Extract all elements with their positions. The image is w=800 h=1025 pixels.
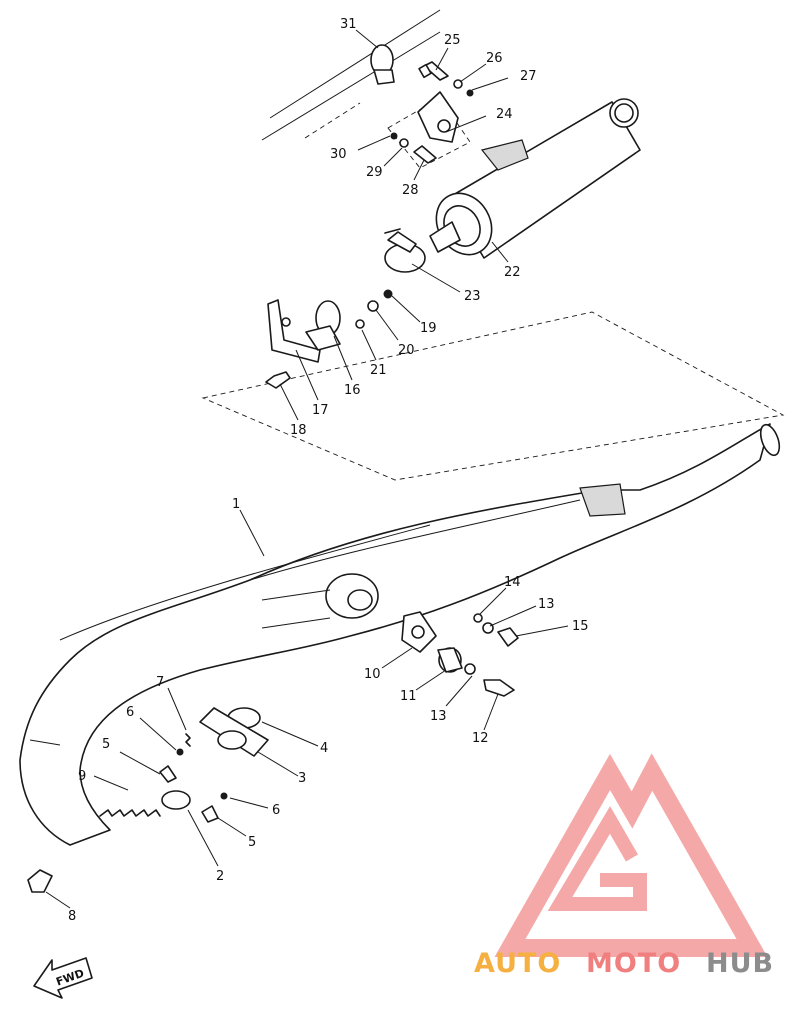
callout-20: 20 [398, 343, 415, 358]
exhaust-pipe [19, 423, 781, 846]
callout-13-lower: 13 [430, 709, 447, 724]
bolt-18 [265, 371, 291, 389]
bolt-5-lower [201, 805, 219, 823]
callout-5-upper: 5 [102, 737, 110, 752]
callout-6-lower: 6 [272, 803, 280, 818]
callout-17: 17 [312, 403, 329, 418]
callout-19: 19 [420, 321, 437, 336]
bolt-5-upper [159, 765, 177, 783]
callout-15: 15 [572, 619, 589, 634]
callout-14: 14 [504, 575, 521, 590]
leader-lines [45, 29, 569, 909]
callout-9: 9 [78, 769, 86, 784]
nut-30 [390, 132, 398, 140]
watermark-auto: AUTO [474, 948, 561, 979]
bolt-12 [483, 679, 515, 697]
washer-6-upper [176, 748, 184, 756]
callout-12: 12 [472, 731, 489, 746]
washer-20 [367, 300, 379, 312]
clamp-31 [370, 44, 395, 85]
fwd-arrow: FWD [33, 957, 93, 999]
callout-27: 27 [520, 69, 537, 84]
spring-9 [99, 809, 161, 817]
washer-29 [399, 138, 409, 148]
flange-3 [199, 707, 269, 757]
bracket-24 [417, 91, 459, 143]
callout-13-upper: 13 [538, 597, 555, 612]
callout-11: 11 [400, 689, 417, 704]
callout-4: 4 [320, 741, 328, 756]
bolt-25 [418, 61, 449, 81]
gasket-2 [161, 790, 191, 810]
clamp-23 [384, 228, 426, 273]
callout-7: 7 [156, 675, 164, 690]
callout-29: 29 [366, 165, 383, 180]
washer-6-lower [220, 792, 228, 800]
callout-6-upper: 6 [126, 705, 134, 720]
callout-8: 8 [68, 909, 76, 924]
callout-31: 31 [340, 17, 357, 32]
washer-21 [355, 319, 365, 329]
callout-21: 21 [370, 363, 387, 378]
spring-7 [185, 733, 191, 747]
callout-25: 25 [444, 33, 461, 48]
automotohub-wordmark: AUTO MOTO HUB [474, 948, 774, 979]
callout-28: 28 [402, 183, 419, 198]
assembly-box-middle [201, 311, 785, 481]
automotohub-logo [494, 753, 768, 957]
muffler [429, 98, 641, 259]
watermark-hub: HUB [706, 948, 774, 979]
callout-26: 26 [486, 51, 503, 66]
callout-18: 18 [290, 423, 307, 438]
bracket-10 [401, 611, 437, 653]
callout-3: 3 [298, 771, 306, 786]
watermark-moto: MOTO [586, 948, 681, 979]
collar-11 [437, 647, 463, 673]
callout-labels: 1 2 3 4 5 5 6 6 7 8 9 10 11 12 13 13 14 … [68, 17, 589, 924]
callout-22: 22 [504, 265, 521, 280]
bolt-15 [497, 627, 519, 647]
nut-19 [383, 289, 393, 299]
washer-13-lower [464, 663, 476, 675]
frame-rail [261, 9, 441, 141]
callout-30: 30 [330, 147, 347, 162]
callout-1: 1 [232, 497, 240, 512]
callout-23: 23 [464, 289, 481, 304]
callout-10: 10 [364, 667, 381, 682]
washer-14 [473, 613, 483, 623]
callout-16: 16 [344, 383, 361, 398]
nut-27 [466, 89, 474, 97]
callout-5-lower: 5 [248, 835, 256, 850]
bolt-28 [413, 145, 437, 164]
clamp-16 [305, 300, 341, 351]
callout-2: 2 [216, 869, 224, 884]
callout-24: 24 [496, 107, 513, 122]
bolt-8 [27, 869, 53, 893]
washer-13-upper [482, 622, 494, 634]
